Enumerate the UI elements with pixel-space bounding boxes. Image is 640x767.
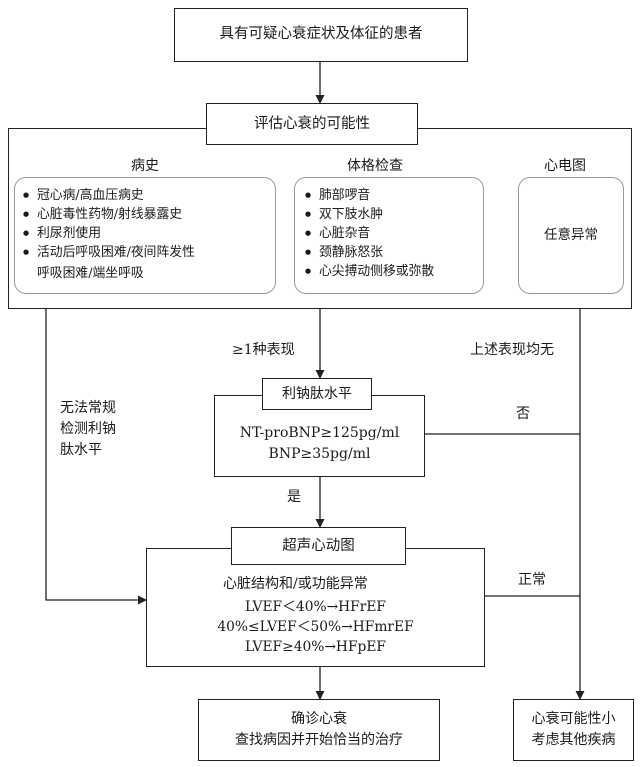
history-item: 活动后呼吸困难/夜间阵发性 xyxy=(23,243,195,262)
ecg-box: 任意异常 xyxy=(518,177,624,294)
diagnosis-text: 确诊心衰 查找病因并开始恰当的治疗 xyxy=(199,709,439,751)
history-box: 冠心病/高血压病史 心脏毒性药物/射线暴露史 利尿剂使用 活动后呼吸困难/夜间阵… xyxy=(14,177,276,294)
bnp-threshold: NT-proBNP≥125pg/ml xyxy=(239,425,400,441)
exam-title: 体格检查 xyxy=(347,158,403,174)
exam-item: 心尖搏动侧移或弥散 xyxy=(305,262,434,281)
unlikely-box: 心衰可能性小 考虑其他疾病 xyxy=(513,699,634,761)
echo-classification: 40%≤LVEF＜50%→HFmrEF xyxy=(217,619,414,635)
label-none: 上述表现均无 xyxy=(470,342,554,358)
exam-item: 颈静脉怒张 xyxy=(305,243,434,262)
exam-box: 肺部啰音 双下肢水肿 心脏杂音 颈静脉怒张 心尖搏动侧移或弥散 xyxy=(294,177,484,294)
unlikely-text: 心衰可能性小 考虑其他疾病 xyxy=(514,709,633,751)
echo-classification: LVEF＜40%→HFrEF xyxy=(245,599,386,615)
label-no-bnp-line: 肽水平 xyxy=(60,442,102,458)
label-no-bnp: 无法常规 检测利钠 肽水平 xyxy=(60,398,116,461)
label-yes: 是 xyxy=(287,489,301,505)
bnp-lines: NT-proBNP≥125pg/ml BNP≥35pg/ml xyxy=(214,423,425,465)
history-item: 利尿剂使用 xyxy=(23,224,195,243)
history-item: 心脏毒性药物/射线暴露史 xyxy=(23,205,195,224)
label-one-or-more: ≥1种表现 xyxy=(232,342,295,358)
bnp-title: 利钠肽水平 xyxy=(282,386,352,402)
patient-box: 具有可疑心衰症状及体征的患者 xyxy=(174,8,468,62)
history-title: 病史 xyxy=(131,158,159,174)
echo-box xyxy=(146,548,485,667)
echo-lines: LVEF＜40%→HFrEF 40%≤LVEF＜50%→HFmrEF LVEF≥… xyxy=(146,597,485,657)
history-item-continuation: 呼吸困难/端坐呼吸 xyxy=(37,266,144,281)
unlikely-line: 心衰可能性小 xyxy=(531,711,616,727)
unlikely-line: 考虑其他疾病 xyxy=(531,732,616,748)
history-list: 冠心病/高血压病史 心脏毒性药物/射线暴露史 利尿剂使用 活动后呼吸困难/夜间阵… xyxy=(23,186,195,262)
arrow-no-bnp-to-echo xyxy=(45,308,147,605)
bnp-threshold: BNP≥35pg/ml xyxy=(268,446,371,462)
exam-item: 肺部啰音 xyxy=(305,186,434,205)
diagnosis-line: 查找病因并开始恰当的治疗 xyxy=(235,732,403,748)
ecg-text: 任意异常 xyxy=(544,227,598,243)
label-no: 否 xyxy=(516,406,530,422)
patient-label: 具有可疑心衰症状及体征的患者 xyxy=(219,26,423,42)
exam-item: 双下肢水肿 xyxy=(305,205,434,224)
assess-label: 评估心衰的可能性 xyxy=(254,116,370,132)
exam-list: 肺部啰音 双下肢水肿 心脏杂音 颈静脉怒张 心尖搏动侧移或弥散 xyxy=(305,186,434,281)
diagnosis-box: 确诊心衰 查找病因并开始恰当的治疗 xyxy=(198,699,440,761)
assess-box: 评估心衰的可能性 xyxy=(206,103,418,145)
label-no-bnp-line: 检测利钠 xyxy=(60,421,116,437)
label-normal: 正常 xyxy=(518,572,546,588)
echo-classification: LVEF≥40%→HFpEF xyxy=(245,639,386,655)
bnp-title-box: 利钠肽水平 xyxy=(262,378,372,410)
history-item: 冠心病/高血压病史 xyxy=(23,186,195,205)
label-no-bnp-line: 无法常规 xyxy=(60,400,116,416)
echo-title-box: 超声心动图 xyxy=(231,527,406,565)
echo-title: 超声心动图 xyxy=(282,538,355,554)
echo-heading: 心脏结构和/或功能异常 xyxy=(223,576,368,592)
ecg-title: 心电图 xyxy=(544,158,586,174)
exam-item: 心脏杂音 xyxy=(305,224,434,243)
diagnosis-line: 确诊心衰 xyxy=(291,711,347,727)
